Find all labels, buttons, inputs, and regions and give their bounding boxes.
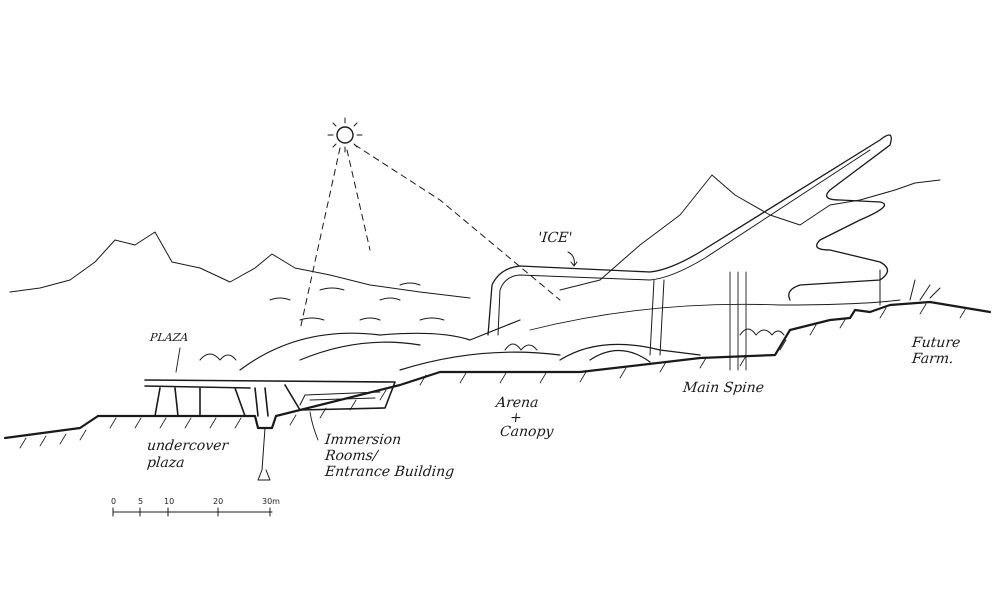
label-main-spine: Main Spine — [682, 380, 765, 396]
sun-icon — [327, 117, 363, 153]
sun-rays — [299, 144, 561, 331]
ice-pointer — [567, 251, 578, 267]
ice-ribbon-inner — [497, 149, 881, 356]
label-future-farm-2: Farm. — [911, 351, 955, 367]
scale-tick-30: 30m — [262, 497, 280, 506]
label-plaza: PLAZA — [149, 331, 189, 344]
scale-tick-0: 0 — [111, 497, 117, 506]
label-undercover-2: plaza — [146, 455, 186, 471]
mountain-left — [9, 231, 471, 299]
label-undercover-1: undercover — [146, 438, 229, 454]
mountain-right — [559, 174, 941, 291]
scale-bar — [112, 507, 273, 517]
label-immersion-1: Immersion — [324, 432, 403, 448]
scale-tick-10: 10 — [164, 497, 175, 506]
label-immersion-2: Rooms/ — [324, 448, 379, 464]
label-arena-1: Arena — [495, 395, 540, 411]
vegetation — [199, 279, 941, 361]
ice-ribbon — [487, 134, 892, 336]
ground-line — [3, 300, 992, 440]
spine-line — [529, 271, 901, 371]
immersion-rooms — [299, 391, 381, 406]
clouds — [269, 282, 445, 321]
foundation-pile — [257, 427, 271, 481]
ground-hatch — [19, 303, 967, 449]
scale-tick-5: 5 — [138, 497, 144, 506]
scale-tick-20: 20 — [213, 497, 224, 506]
label-arena-3: Canopy — [499, 424, 555, 440]
plaza-pointer — [175, 347, 181, 373]
immersion-pointer — [309, 411, 319, 441]
label-immersion-3: Entrance Building — [324, 464, 456, 480]
plaza-deck — [144, 379, 396, 417]
canopy-mounds — [239, 319, 701, 371]
label-ice: 'ICE' — [537, 230, 574, 246]
label-future-farm-1: Future — [911, 335, 962, 351]
